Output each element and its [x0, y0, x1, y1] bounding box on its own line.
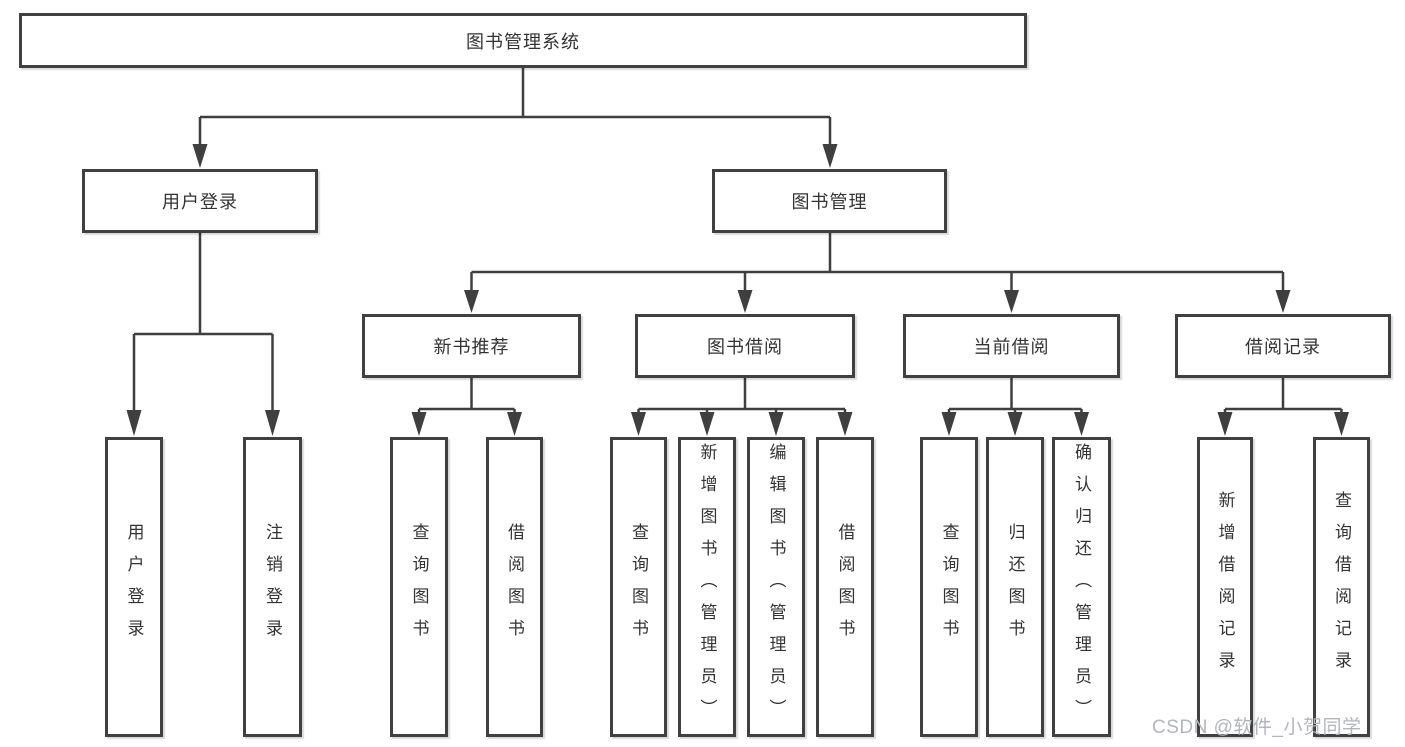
node-library-system: 图书管理系统 — [19, 13, 1027, 68]
node-user-login-label: 用户登录 — [162, 192, 238, 212]
node-new-book-recommend: 新书推荐 — [362, 314, 581, 378]
leaf-query-books-current: 查询图书 — [920, 437, 978, 737]
leaf-logout-label: 注销登录 — [263, 523, 282, 651]
leaf-query-books-recommend: 查询图书 — [390, 437, 448, 737]
node-book-management: 图书管理 — [712, 169, 947, 233]
leaf-user-login-label: 用户登录 — [124, 523, 144, 651]
leaf-query-books-borrowing: 查询图书 — [610, 437, 667, 737]
node-book-management-label: 图书管理 — [791, 192, 868, 212]
leaf-query-books-current-label: 查询图书 — [939, 523, 959, 651]
leaf-borrow-books-label: 借阅图书 — [835, 523, 855, 651]
leaf-add-borrow-record: 新增借阅记录 — [1197, 437, 1253, 737]
node-new-book-recommend-label: 新书推荐 — [433, 337, 510, 357]
leaf-return-books: 归还图书 — [986, 437, 1044, 737]
node-user-login: 用户登录 — [82, 169, 318, 233]
leaf-query-books-recommend-label: 查询图书 — [409, 523, 429, 651]
leaf-borrow-books-recommend-label: 借阅图书 — [505, 523, 524, 651]
node-current-borrowing: 当前借阅 — [903, 314, 1120, 378]
leaf-edit-books-admin-label: 编辑图书（管理员） — [766, 443, 786, 731]
node-book-borrowing: 图书借阅 — [635, 314, 855, 378]
csdn-watermark: CSDN @软件_小贺同学 — [1152, 717, 1362, 738]
node-borrowing-records: 借阅记录 — [1175, 314, 1391, 378]
leaf-query-books-borrowing-label: 查询图书 — [629, 523, 648, 651]
leaf-borrow-books-recommend: 借阅图书 — [486, 437, 543, 737]
node-book-borrowing-label: 图书借阅 — [707, 337, 783, 357]
leaf-borrow-books: 借阅图书 — [816, 437, 874, 737]
leaf-confirm-return-admin: 确认归还（管理员） — [1052, 437, 1111, 737]
leaf-add-books-admin: 新增图书（管理员） — [678, 437, 736, 737]
leaf-logout: 注销登录 — [243, 437, 302, 737]
node-current-borrowing-label: 当前借阅 — [973, 337, 1050, 357]
leaf-confirm-return-admin-label: 确认归还（管理员） — [1072, 443, 1091, 731]
node-borrowing-records-label: 借阅记录 — [1245, 337, 1321, 357]
leaf-return-books-label: 归还图书 — [1005, 523, 1025, 651]
leaf-add-books-admin-label: 新增图书（管理员） — [697, 443, 717, 731]
leaf-query-borrow-record: 查询借阅记录 — [1313, 437, 1370, 737]
node-library-system-label: 图书管理系统 — [466, 31, 580, 52]
leaf-query-borrow-record-label: 查询借阅记录 — [1332, 491, 1351, 683]
leaf-edit-books-admin: 编辑图书（管理员） — [747, 437, 805, 737]
leaf-add-borrow-record-label: 新增借阅记录 — [1215, 491, 1235, 683]
leaf-user-login: 用户登录 — [105, 437, 163, 737]
